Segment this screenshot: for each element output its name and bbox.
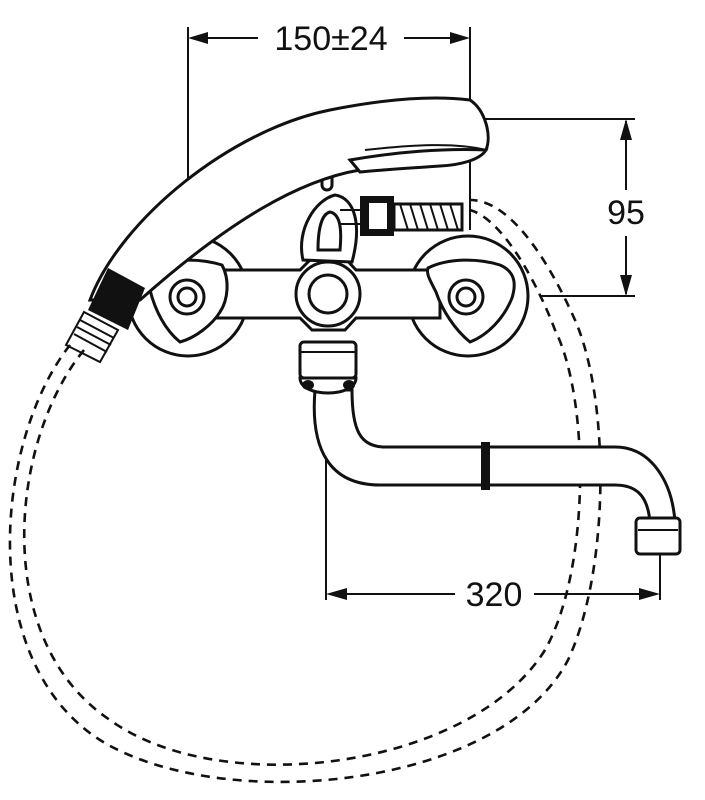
hose-dashed-path	[8, 198, 602, 784]
dimension-label-width: 150±24	[274, 20, 387, 58]
hand-shower	[64, 96, 490, 364]
left-handle	[145, 258, 229, 344]
spout	[312, 388, 682, 556]
right-handle	[426, 258, 516, 344]
mixer-body	[213, 118, 442, 395]
hose-connector	[340, 196, 464, 236]
dimension-width: 150±24	[187, 20, 471, 230]
dimension-label-height: 95	[607, 194, 645, 232]
dimension-label-reach: 320	[466, 576, 523, 614]
